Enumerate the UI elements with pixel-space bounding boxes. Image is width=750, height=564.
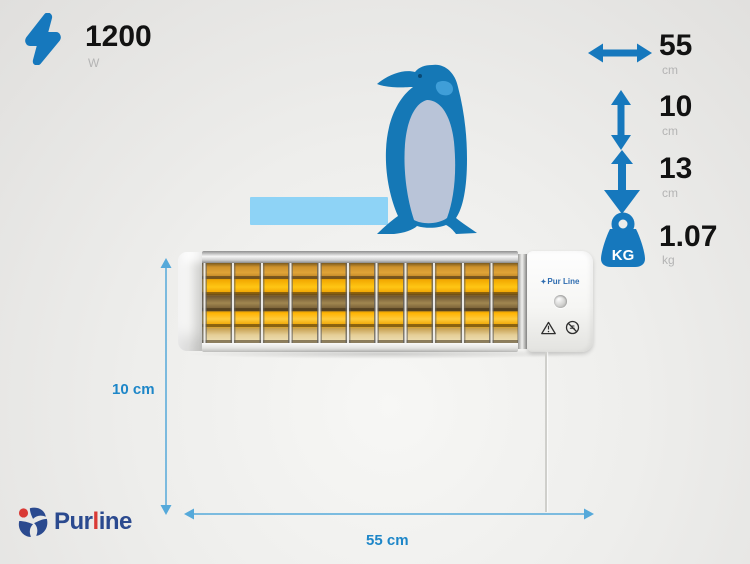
height-value: 10 xyxy=(659,90,693,123)
purline-wordmark: Purline xyxy=(54,508,132,535)
lightning-icon xyxy=(25,13,61,65)
weight-kg-icon: KG xyxy=(601,212,645,267)
width-dimension-line xyxy=(184,508,594,520)
weight-unit: kg xyxy=(662,253,675,267)
no-cover-icon xyxy=(565,320,579,335)
heater-shadow xyxy=(185,349,587,359)
width-unit: cm xyxy=(662,63,678,77)
power-cord xyxy=(545,352,547,512)
height-dimension-line xyxy=(160,258,172,515)
heater-control-panel: ✦Pur Line xyxy=(527,251,593,352)
height-dimension-label: 10 cm xyxy=(112,381,155,398)
purline-star-icon: ✦ xyxy=(540,279,547,286)
penguin-illustration xyxy=(377,64,477,235)
power-value: 1200 xyxy=(85,20,152,53)
heater-left-cap xyxy=(178,252,204,351)
heater-top-band xyxy=(202,251,518,263)
heater-brand-label: ✦Pur Line xyxy=(540,277,580,286)
width-arrow-icon xyxy=(588,43,652,63)
warning-triangle-icon xyxy=(540,321,556,334)
power-unit: W xyxy=(88,56,100,70)
depth-unit: cm xyxy=(662,186,678,200)
purline-logo-icon xyxy=(18,507,48,537)
heater-connector-band xyxy=(518,254,527,349)
heater-bottom-band xyxy=(202,343,518,352)
heater-heating-tubes xyxy=(202,263,518,343)
heater-knob[interactable] xyxy=(553,295,567,308)
depth-arrow-icon xyxy=(604,150,640,214)
svg-text:KG: KG xyxy=(612,247,635,264)
heater-product-image: ✦Pur Line xyxy=(178,251,593,352)
height-unit: cm xyxy=(662,124,678,138)
weight-value: 1.07 xyxy=(659,220,718,253)
width-dimension-label: 55 cm xyxy=(366,532,409,549)
purline-logo: Purline xyxy=(15,506,132,538)
heater-grille xyxy=(202,251,518,352)
height-arrow-icon xyxy=(611,90,631,150)
highlight-box xyxy=(250,197,388,225)
depth-value: 13 xyxy=(659,152,693,185)
width-value: 55 xyxy=(659,29,693,62)
